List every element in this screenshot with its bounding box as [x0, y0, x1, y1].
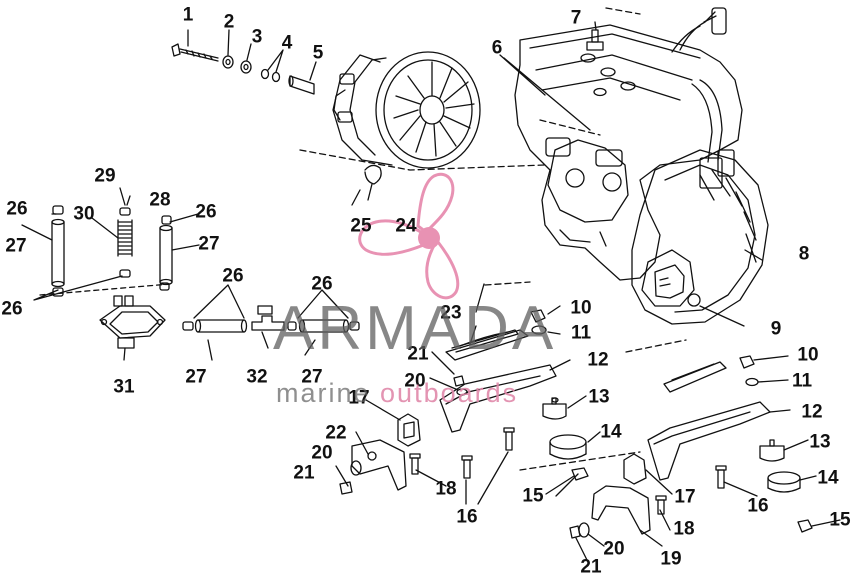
callout-10-right: 10	[797, 344, 819, 366]
watermark-tagline: marine outboards	[276, 380, 518, 407]
callout-30: 30	[73, 203, 95, 225]
callout-27-b: 27	[198, 233, 220, 255]
reference-line-2	[539, 7, 641, 136]
callout-5: 5	[312, 42, 324, 64]
leaders-top	[187, 21, 597, 131]
callout-29: 29	[94, 165, 116, 187]
callout-9: 9	[770, 318, 782, 340]
callout-18-left: 18	[435, 478, 457, 500]
leaders-lower	[335, 283, 841, 563]
callout-27-c: 27	[185, 366, 207, 388]
callout-1: 1	[182, 4, 194, 26]
callout-12-left: 12	[587, 349, 609, 371]
callout-15-left: 15	[522, 485, 544, 507]
callout-20-upper: 20	[404, 370, 426, 392]
callout-26-a: 26	[6, 198, 28, 220]
callout-6: 6	[491, 37, 503, 59]
callout-13-left: 13	[588, 386, 610, 408]
callout-22: 22	[325, 422, 347, 444]
callout-11-left: 11	[570, 322, 592, 344]
callout-4: 4	[281, 32, 293, 54]
callout-3: 3	[251, 26, 263, 48]
bolt-assembly	[171, 43, 315, 95]
callout-26-b: 26	[195, 201, 217, 223]
callout-21-upper: 21	[407, 343, 429, 365]
callout-20-right: 20	[603, 538, 625, 560]
callout-11-right: 11	[791, 370, 813, 392]
mount-assembly-left	[339, 309, 589, 495]
watermark-brand: ARMADA	[273, 294, 557, 363]
callout-13-right: 13	[809, 431, 831, 453]
callout-26-c: 26	[1, 298, 23, 320]
callout-19: 19	[660, 548, 682, 570]
propeller-icon	[358, 172, 460, 300]
flywheel	[332, 51, 481, 206]
callout-21-left: 21	[293, 462, 315, 484]
callout-15-right: 15	[829, 509, 851, 531]
callout-16-left: 16	[456, 506, 478, 528]
callout-25: 25	[350, 215, 372, 237]
callout-24: 24	[395, 215, 417, 237]
callout-8: 8	[798, 243, 810, 265]
callout-17-right: 17	[674, 486, 696, 508]
callout-2: 2	[223, 11, 235, 33]
callout-26-e: 26	[311, 273, 333, 295]
callout-31: 31	[113, 376, 135, 398]
callout-32: 32	[246, 366, 268, 388]
callout-10-left: 10	[570, 297, 592, 319]
callout-26-d: 26	[222, 265, 244, 287]
callout-23: 23	[440, 302, 462, 324]
engine-block	[514, 7, 769, 325]
watermark-tagline-part2: outboards	[380, 378, 519, 408]
callout-14-right: 14	[817, 467, 839, 489]
leaders-right	[699, 249, 763, 327]
callout-14-left: 14	[600, 421, 622, 443]
callout-18-right: 18	[673, 518, 695, 540]
mount-assembly-right	[569, 355, 813, 539]
fuel-system	[51, 205, 360, 349]
leaders-fuel	[21, 187, 349, 361]
callout-16-right: 16	[747, 495, 769, 517]
callout-20-left: 20	[311, 442, 333, 464]
callout-27-d: 27	[301, 366, 323, 388]
watermark-tagline-part1: marine	[276, 378, 381, 408]
callout-17-left: 17	[348, 387, 370, 409]
callout-21-right: 21	[580, 556, 602, 576]
reference-line	[299, 149, 546, 171]
callout-12-right: 12	[801, 401, 823, 423]
callout-27-a: 27	[5, 235, 27, 257]
callout-28: 28	[149, 189, 171, 211]
callout-7: 7	[570, 7, 582, 29]
